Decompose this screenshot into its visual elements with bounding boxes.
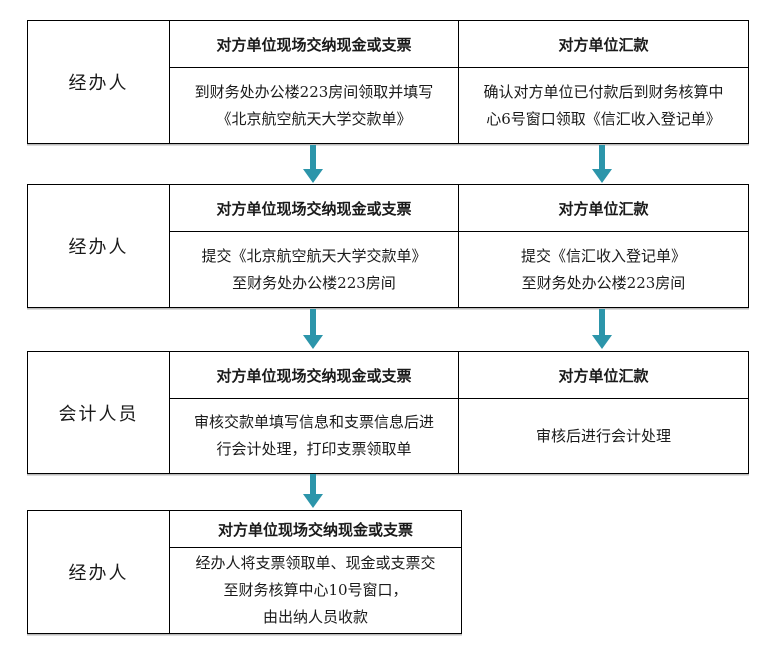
column-header: 对方单位现场交纳现金或支票 xyxy=(170,511,461,548)
down-arrow-icon xyxy=(303,474,323,508)
branch-column-cash: 对方单位现场交纳现金或支票 到财务处办公楼223房间领取并填写 《北京航空航天大… xyxy=(170,21,458,143)
role-cell: 经办人 xyxy=(28,21,170,143)
column-body: 到财务处办公楼223房间领取并填写 《北京航空航天大学交款单》 xyxy=(194,82,434,128)
arrow-stem xyxy=(599,145,605,169)
column-header: 对方单位现场交纳现金或支票 xyxy=(170,352,458,399)
branch-column-remit: 对方单位汇款 确认对方单位已付款后到财务核算中 心6号窗口领取《信汇收入登记单》 xyxy=(458,21,748,143)
column-header: 对方单位汇款 xyxy=(459,185,748,232)
process-table-1: 经办人 对方单位现场交纳现金或支票 到财务处办公楼223房间领取并填写 《北京航… xyxy=(27,20,749,144)
down-arrow-icon xyxy=(592,309,612,349)
branch-column-remit: 对方单位汇款 提交《信汇收入登记单》 至财务处办公楼223房间 xyxy=(458,185,748,307)
column-header: 对方单位现场交纳现金或支票 xyxy=(170,185,458,232)
branch-column-cash: 对方单位现场交纳现金或支票 提交《北京航空航天大学交款单》 至财务处办公楼223… xyxy=(170,185,458,307)
column-header: 对方单位汇款 xyxy=(459,21,748,68)
column-header: 对方单位现场交纳现金或支票 xyxy=(170,21,458,68)
role-cell: 会计人员 xyxy=(28,352,170,473)
down-arrow-icon xyxy=(303,309,323,349)
column-body: 确认对方单位已付款后到财务核算中 心6号窗口领取《信汇收入登记单》 xyxy=(483,82,724,128)
column-body: 提交《北京航空航天大学交款单》 至财务处办公楼223房间 xyxy=(201,246,427,292)
branch-column-remit: 对方单位汇款 审核后进行会计处理 xyxy=(458,352,748,473)
arrow-stem xyxy=(310,309,316,335)
process-table-3: 会计人员 对方单位现场交纳现金或支票 审核交款单填写信息和支票信息后进 行会计处… xyxy=(27,351,749,474)
column-header: 对方单位汇款 xyxy=(459,352,748,399)
column-body: 审核交款单填写信息和支票信息后进 行会计处理，打印支票领取单 xyxy=(193,413,434,458)
arrow-head xyxy=(592,335,612,349)
arrow-head xyxy=(303,494,323,508)
role-cell: 经办人 xyxy=(28,511,170,633)
role-cell: 经办人 xyxy=(28,185,170,307)
arrow-stem xyxy=(310,474,316,494)
arrow-head xyxy=(303,335,323,349)
column-body: 审核后进行会计处理 xyxy=(535,426,671,445)
down-arrow-icon xyxy=(592,145,612,183)
arrow-stem xyxy=(599,309,605,335)
column-body: 提交《信汇收入登记单》 至财务处办公楼223房间 xyxy=(520,246,686,292)
process-table-2: 经办人 对方单位现场交纳现金或支票 提交《北京航空航天大学交款单》 至财务处办公… xyxy=(27,184,749,308)
process-table-4: 经办人 对方单位现场交纳现金或支票 经办人将支票领取单、现金或支票交 至财务核算… xyxy=(27,510,462,634)
arrow-head xyxy=(592,169,612,183)
down-arrow-icon xyxy=(303,145,323,183)
branch-column-cash: 对方单位现场交纳现金或支票 审核交款单填写信息和支票信息后进 行会计处理，打印支… xyxy=(170,352,458,473)
arrow-stem xyxy=(310,145,316,169)
column-body: 经办人将支票领取单、现金或支票交 至财务核算中心10号窗口， 由出纳人员收款 xyxy=(195,554,436,626)
branch-column-cash: 对方单位现场交纳现金或支票 经办人将支票领取单、现金或支票交 至财务核算中心10… xyxy=(170,511,461,633)
arrow-head xyxy=(303,169,323,183)
